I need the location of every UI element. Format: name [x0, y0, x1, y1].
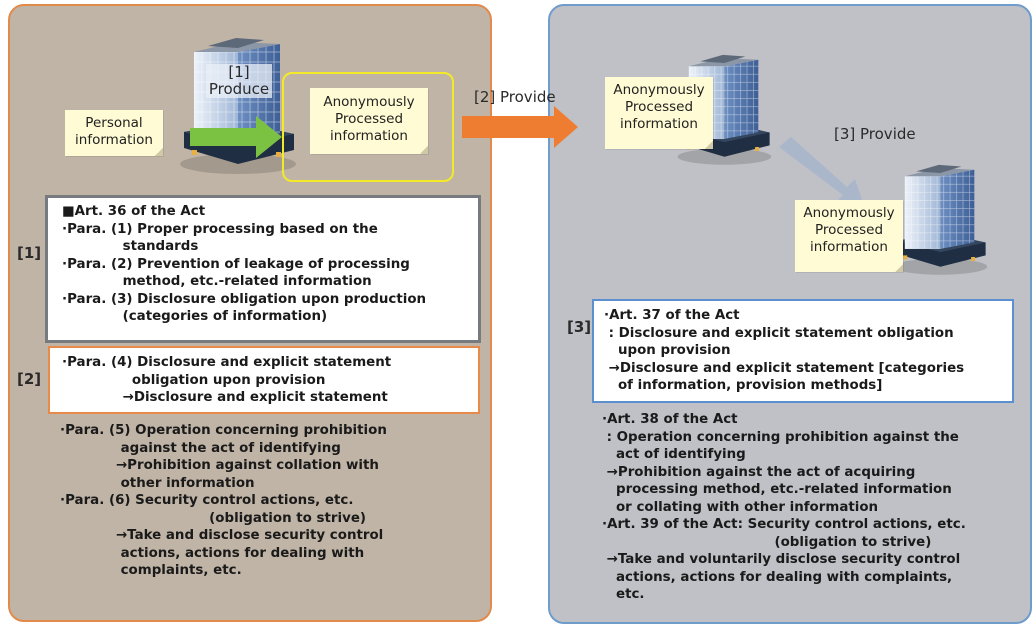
note-line: information	[810, 239, 888, 255]
produce-step-number: [1]	[228, 63, 250, 81]
text-line: complaints, etc.	[60, 563, 242, 578]
note-line: information	[330, 128, 408, 144]
provide-arrow-icon	[462, 106, 578, 148]
text-line: actions, actions for dealing with compla…	[602, 569, 953, 585]
box-line: obligation upon provision	[62, 372, 326, 388]
personal-information-note: Personal information	[65, 110, 163, 156]
anonymously-processed-note-third-party: Anonymously Processed information	[795, 200, 903, 272]
text-line: ·Art. 38 of the Act	[602, 412, 738, 427]
box-line: upon provision	[604, 343, 731, 358]
anonymously-processed-note-recipient: Anonymously Processed information	[605, 77, 713, 149]
box-line: ·Para. (3) Disclosure obligation upon pr…	[62, 291, 427, 307]
box-line: →Disclosure and explicit statement	[62, 390, 388, 405]
note-line: information	[620, 116, 698, 132]
note-line: Anonymously	[803, 205, 895, 221]
article-37-box: ·Art. 37 of the Act : Disclosure and exp…	[592, 299, 1014, 403]
provide-3-label: [3] Provide	[834, 125, 916, 143]
text-line: or collating with other information	[602, 499, 879, 515]
box-line: standards	[62, 239, 199, 254]
step-3-marker: [3]	[567, 318, 592, 336]
note-line: Anonymously	[323, 94, 415, 110]
note-line: Anonymously	[613, 82, 705, 98]
text-line: →Take and disclose security control	[60, 528, 384, 543]
box-line: method, etc.-related information	[62, 274, 372, 289]
produce-label: [1] Produce	[206, 64, 272, 98]
note-line: Processed	[624, 99, 694, 115]
box-line: ·Para. (1) Proper processing based on th…	[62, 221, 378, 237]
note-line: information	[75, 132, 153, 148]
note-line: Personal	[85, 115, 143, 131]
text-line: ·Art. 39 of the Act: Security control ac…	[602, 517, 966, 532]
para-4-box: ·Para. (4) Disclosure and explicit state…	[48, 346, 480, 414]
produce-step-text: Produce	[208, 80, 270, 98]
box-line: of information, provision methods]	[604, 378, 883, 393]
text-line: etc.	[602, 587, 645, 602]
step-2-marker: [2]	[17, 370, 42, 388]
text-line: against the act of identifying	[60, 440, 341, 456]
box-line: (categories of information)	[62, 309, 328, 324]
text-line: ·Para. (5) Operation concerning prohibit…	[60, 423, 387, 438]
article-38-39-text: ·Art. 38 of the Act : Operation concerni…	[602, 411, 966, 604]
para-5-6-text: ·Para. (5) Operation concerning prohibit…	[60, 422, 387, 580]
provide-2-label: [2] Provide	[474, 88, 556, 106]
text-line: ·Para. (6) Security control actions, etc…	[60, 493, 354, 508]
provide-3-arrow-icon	[779, 137, 865, 209]
text-line: processing method, etc.-related informat…	[602, 482, 952, 497]
note-line: Processed	[814, 222, 884, 238]
box-line: ·Para. (4) Disclosure and explicit state…	[62, 355, 392, 370]
article-36-box: ■Art. 36 of the Act ·Para. (1) Proper pr…	[45, 195, 481, 343]
box-line: →Disclosure and explicit statement [cate…	[604, 360, 965, 376]
text-line: →Prohibition against collation with	[60, 458, 379, 473]
box-line: ■Art. 36 of the Act	[62, 204, 206, 219]
text-line: actions, actions for dealing with	[60, 545, 365, 561]
step-1-marker: [1]	[17, 244, 42, 262]
text-line: : Operation concerning prohibition again…	[602, 429, 959, 445]
text-line: (obligation to strive)	[60, 510, 367, 526]
note-line: Processed	[334, 111, 404, 127]
anonymized-highlight-frame	[282, 72, 454, 182]
text-line: act of identifying	[602, 447, 746, 462]
text-line: (obligation to strive)	[602, 534, 932, 550]
text-line: other information	[60, 475, 255, 491]
box-line: ·Art. 37 of the Act	[604, 308, 740, 323]
text-line: →Prohibition against the act of acquirin…	[602, 464, 916, 480]
produce-arrow-icon	[190, 116, 282, 158]
box-line: : Disclosure and explicit statement obli…	[604, 325, 954, 341]
box-line: ·Para. (2) Prevention of leakage of proc…	[62, 256, 410, 272]
anonymously-processed-note: Anonymously Processed information	[310, 88, 428, 154]
text-line: →Take and voluntarily disclose security …	[602, 552, 961, 567]
